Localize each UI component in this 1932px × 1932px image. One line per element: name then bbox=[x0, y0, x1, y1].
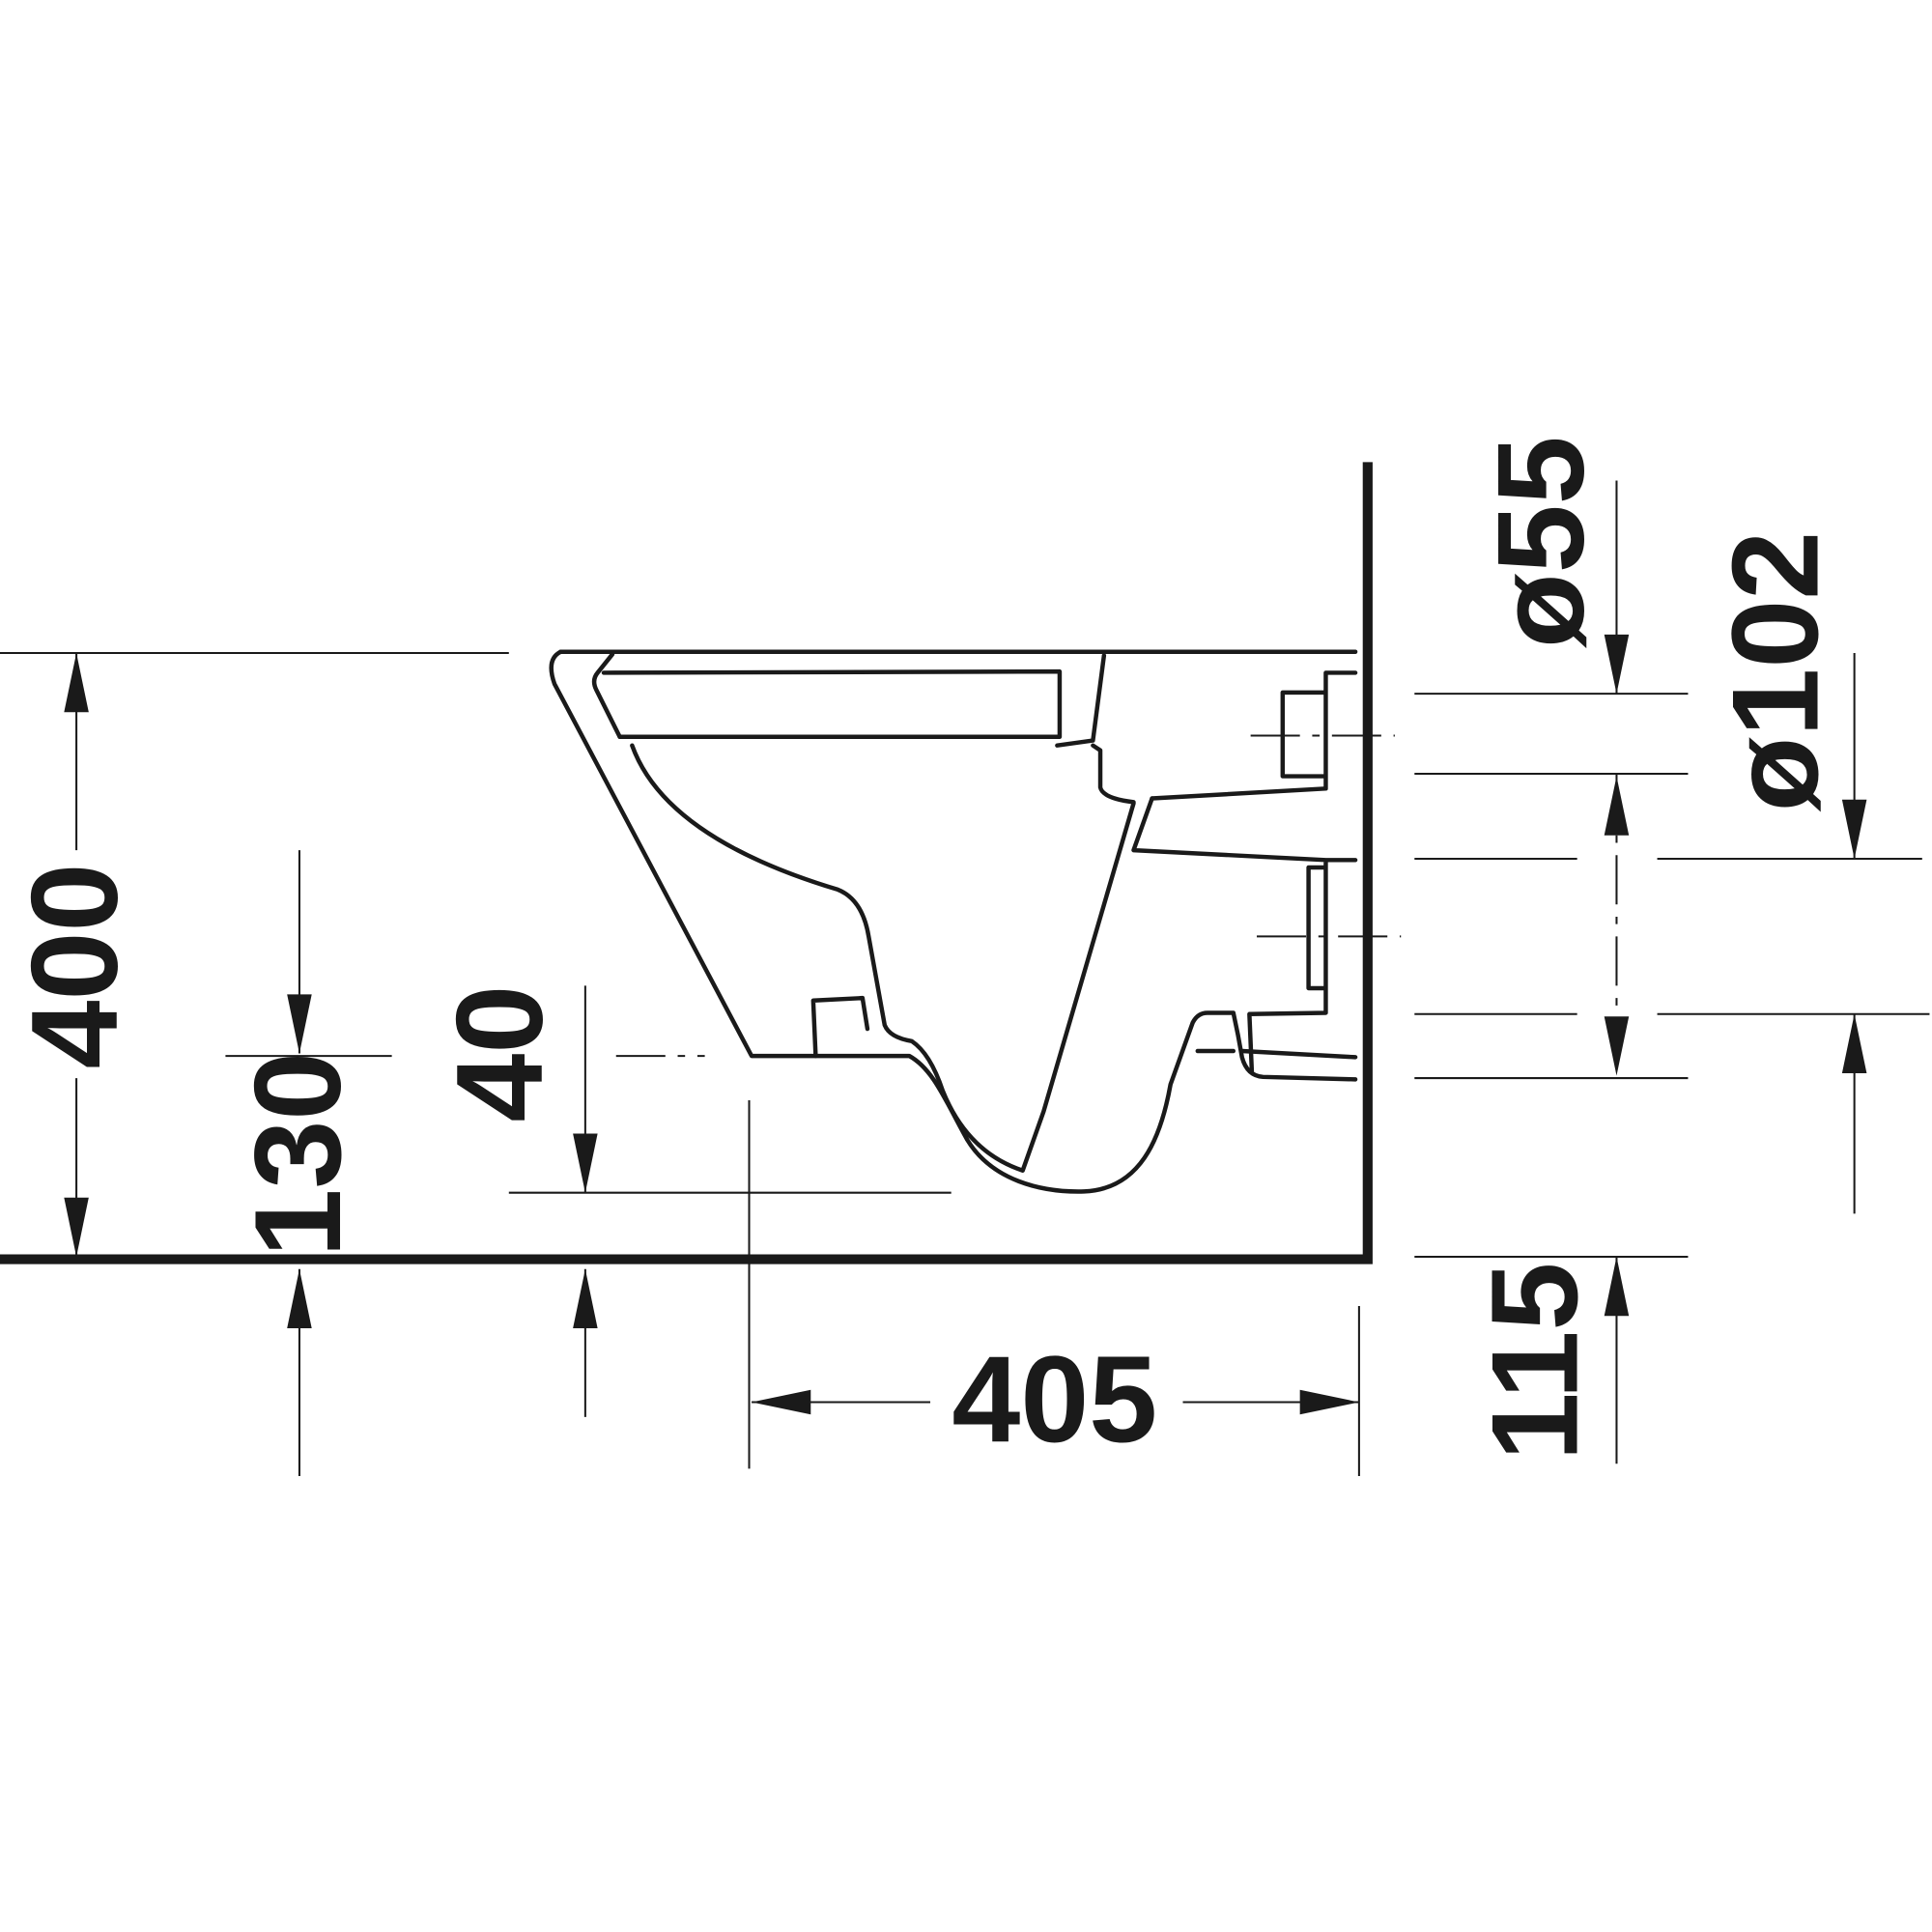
diameter-55-label: ø55 bbox=[1473, 436, 1610, 648]
wall-and-floor bbox=[0, 462, 1373, 1264]
dimension-40-label: 40 bbox=[432, 985, 569, 1122]
dimension-400-label: 400 bbox=[7, 864, 144, 1069]
dimension-arrows bbox=[64, 480, 1867, 1477]
diameter-102-label: ø102 bbox=[1707, 531, 1844, 812]
dimension-405-label: 405 bbox=[952, 1331, 1157, 1468]
dimension-115-label: 115 bbox=[1467, 1263, 1605, 1462]
dimension-130-label: 130 bbox=[230, 1052, 367, 1258]
toilet-profile bbox=[549, 649, 1402, 1194]
extension-lines bbox=[0, 652, 1930, 1477]
